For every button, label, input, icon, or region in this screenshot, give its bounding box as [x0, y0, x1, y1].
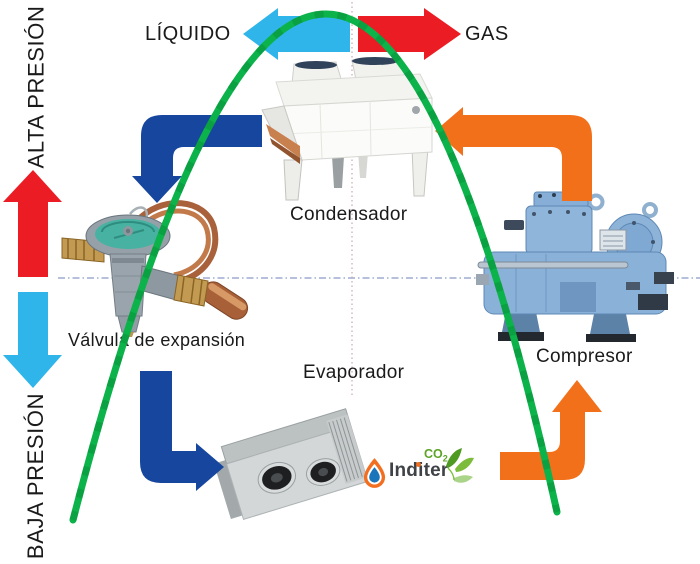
evaporator-to-compressor-arrow: [500, 380, 602, 480]
compressor-image: [476, 191, 674, 342]
expansion-valve-image: [61, 200, 249, 337]
evaporador-label: Evaporador: [303, 362, 405, 383]
alta-presion-arrow: [3, 170, 62, 277]
logo-leaves-icon: [446, 448, 474, 483]
logo-i-dot: [416, 461, 421, 467]
brass-outlet-fitting: [173, 274, 209, 307]
condenser-image: [261, 57, 433, 201]
compressor-to-condenser-arrow: [435, 107, 592, 201]
baja-presion-arrow: [3, 292, 62, 388]
logo-co2-text: CO2: [424, 447, 448, 464]
condenser-to-valve-arrow: [132, 115, 262, 203]
sensing-bulb: [201, 281, 249, 320]
valve-to-evaporator-arrow: [140, 371, 224, 491]
liquido-label: LÍQUIDO: [145, 23, 231, 45]
inditer-logo: Inditer CO2: [362, 444, 482, 496]
green-dome-curve: [69, 10, 561, 524]
condensador-label: Condensador: [290, 204, 408, 225]
gas-label: GAS: [465, 23, 509, 45]
compresor-label: Compresor: [536, 346, 633, 367]
liquido-arrow: [243, 8, 350, 60]
evaporator-image: [216, 408, 369, 521]
valvula-expansion-label: Válvula de expansión: [68, 330, 246, 350]
logo-brand-text: Inditer: [389, 460, 449, 481]
logo-drop-icon: [363, 458, 386, 488]
